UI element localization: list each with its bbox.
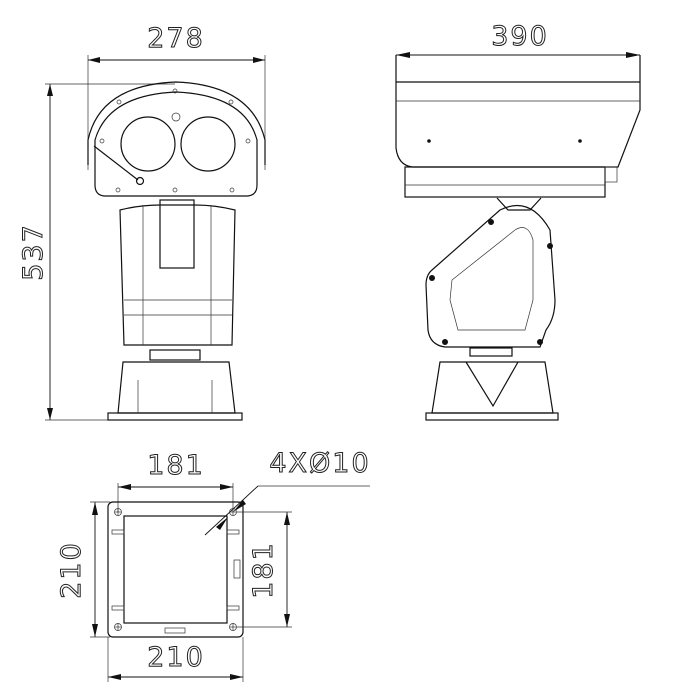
tilt-arm — [159, 199, 195, 269]
visible-lens — [120, 116, 176, 172]
dim-label-181-horizontal: 181 — [147, 450, 205, 481]
dim-label-181-vertical: 181 — [248, 541, 279, 599]
dim-label-210-horizontal: 210 — [147, 642, 205, 673]
base-plate — [107, 501, 244, 638]
wiper — [93, 145, 139, 181]
bottom-view: 181 4XØ10 210 181 210 — [56, 448, 370, 682]
base-opening — [123, 515, 228, 624]
camera-head — [94, 91, 258, 197]
hole-callout: 4XØ10 — [269, 448, 370, 479]
side-view: 390 — [395, 21, 641, 421]
sunshield — [87, 81, 266, 165]
dim-label-390: 390 — [491, 21, 549, 52]
front-view: 278 537 — [18, 23, 266, 421]
dim-label-278: 278 — [147, 23, 205, 54]
pan-arm — [425, 204, 556, 348]
dim-label-210-vertical: 210 — [56, 541, 87, 599]
dim-label-537: 537 — [18, 223, 49, 281]
pan-tilt-body — [119, 204, 236, 346]
thermal-lens — [180, 116, 236, 172]
housing — [395, 55, 641, 168]
mount-base — [117, 361, 236, 414]
